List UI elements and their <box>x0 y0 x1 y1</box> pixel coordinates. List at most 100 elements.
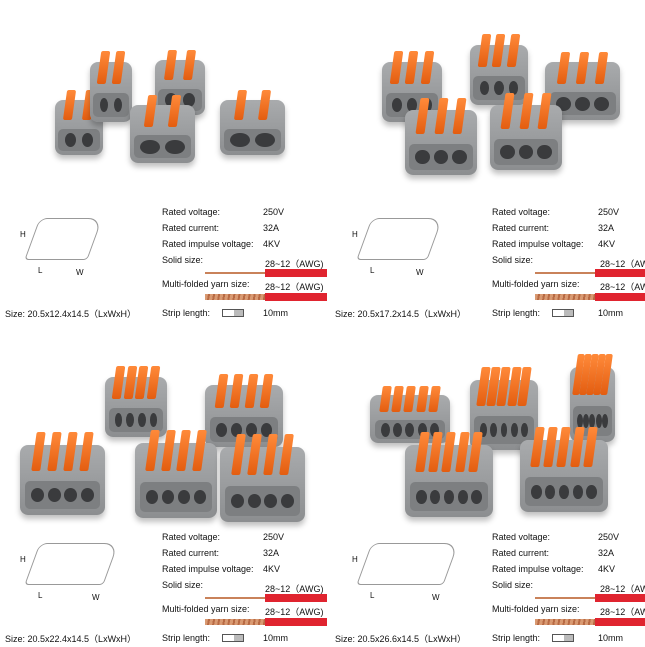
wire-hole <box>494 81 504 96</box>
orange-lever <box>427 386 441 413</box>
wire-hole <box>602 414 609 428</box>
lever-row <box>572 353 613 395</box>
spec-value: 28~12（AWG) <box>265 282 324 292</box>
orange-lever <box>214 373 229 408</box>
wire-entry-face <box>474 416 534 445</box>
wire-hole <box>215 422 227 437</box>
orange-lever <box>492 34 506 68</box>
wire-hole <box>576 414 583 428</box>
connector <box>20 432 105 515</box>
spec-label: Rated current: <box>162 548 220 558</box>
spec-label: Rated voltage: <box>492 207 551 217</box>
strip-length-icon <box>552 309 574 317</box>
dimension-label-l: L <box>370 591 375 600</box>
wire-hole <box>80 488 95 503</box>
wire-hole <box>264 494 278 508</box>
orange-lever <box>543 427 558 467</box>
orange-lever <box>594 51 609 84</box>
spec-label: Solid size: <box>492 255 534 265</box>
orange-lever <box>47 432 62 471</box>
spec-label: Solid size: <box>162 580 204 590</box>
wire-hole <box>245 422 258 437</box>
stranded-wire-image <box>205 293 327 301</box>
outline-sketch <box>24 218 103 260</box>
wire-hole <box>114 413 123 428</box>
stranded-wire-image <box>535 293 645 301</box>
dimension-label-w: W <box>92 593 100 602</box>
wire-hole <box>138 413 146 428</box>
orange-lever <box>455 432 470 472</box>
spec-label: Strip length: <box>492 308 541 318</box>
orange-lever <box>391 386 405 413</box>
spec-value: 32A <box>598 223 615 233</box>
copper-core <box>205 272 265 274</box>
copper-strands <box>205 294 265 300</box>
orange-lever <box>279 433 295 475</box>
wire-hole <box>149 413 158 428</box>
wire-entry-face <box>108 408 164 433</box>
connector <box>220 90 285 155</box>
wire-hole <box>193 490 207 504</box>
wire-hole <box>595 414 602 428</box>
lever-row <box>414 432 484 472</box>
spec-value: 28~12（AWG) <box>265 607 324 617</box>
orange-lever <box>428 432 443 472</box>
lever-row <box>95 51 127 85</box>
wire-hole <box>82 132 94 147</box>
connector <box>405 98 477 175</box>
dimension-label-l: L <box>38 591 43 600</box>
wire-hole <box>479 423 487 438</box>
wire-entry-face <box>25 481 100 510</box>
dimension-label-h: H <box>20 555 26 564</box>
wire-hole <box>405 422 415 437</box>
orange-lever <box>583 427 599 467</box>
lever-row <box>161 50 199 81</box>
wire-entry-face <box>57 128 101 151</box>
wire-hole <box>530 484 542 499</box>
orange-lever <box>258 90 272 121</box>
orange-lever <box>263 433 278 475</box>
spec-label: Strip length: <box>162 633 211 643</box>
orange-lever <box>233 90 247 121</box>
wire-hole <box>393 422 402 437</box>
wire-hole <box>415 489 427 504</box>
wire-hole <box>140 139 160 154</box>
spec-value: 250V <box>598 532 620 542</box>
connector <box>405 432 493 517</box>
spec-label: Multi-folded yarn size: <box>492 604 580 614</box>
lever-row <box>214 373 274 408</box>
orange-lever <box>556 427 572 467</box>
dimension-label-l: L <box>38 266 43 275</box>
lever-row <box>554 51 611 84</box>
wire-hole <box>429 489 441 504</box>
dimension-label-l: L <box>370 266 375 275</box>
orange-lever <box>63 90 77 121</box>
orange-lever <box>145 429 161 471</box>
wire-entry-face <box>410 482 488 512</box>
wire-hole <box>126 413 134 428</box>
orange-lever <box>31 432 46 471</box>
orange-lever <box>379 386 393 413</box>
wire-hole <box>574 96 591 111</box>
spec-value: 32A <box>598 548 615 558</box>
orange-lever <box>143 94 157 127</box>
orange-lever <box>63 432 78 471</box>
spec-label: Rated current: <box>492 223 550 233</box>
orange-lever <box>146 366 161 400</box>
orange-lever <box>244 373 259 408</box>
outline-sketch <box>356 543 459 585</box>
wire-hole <box>518 144 534 159</box>
dimension-label-w: W <box>432 593 440 602</box>
orange-lever <box>191 429 207 471</box>
orange-lever <box>477 34 492 68</box>
spec-value: 28~12（AWG) <box>600 282 645 292</box>
dimension-label-w: W <box>76 268 84 277</box>
spec-label: Multi-folded yarn size: <box>162 279 250 289</box>
orange-lever <box>414 432 430 472</box>
spec-label: Strip length: <box>492 633 541 643</box>
size-text: Size: 20.5x12.4x14.5（LxWxH） <box>5 309 137 319</box>
lever-row <box>145 429 207 471</box>
lever-row <box>529 427 599 467</box>
wire-hole <box>230 422 243 437</box>
spec-label: Rated voltage: <box>162 532 221 542</box>
